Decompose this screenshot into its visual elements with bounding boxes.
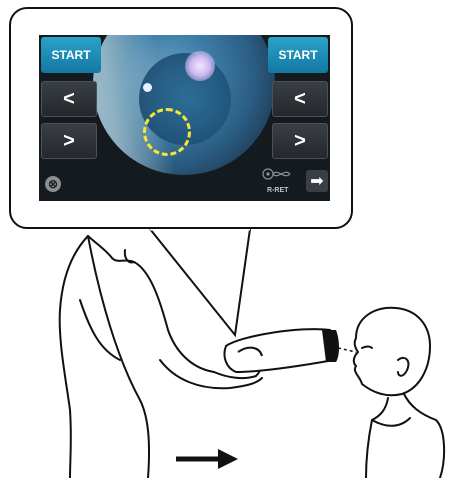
speech-bubble: START START < > < > ⊗ R-RET ➡ — [9, 7, 353, 229]
reflection-small — [143, 83, 152, 92]
start-button-left[interactable]: START — [41, 37, 101, 73]
dashed-circle-target-icon — [143, 108, 191, 156]
eye-camera-view — [93, 35, 275, 175]
prev-button-right[interactable]: < — [272, 81, 328, 117]
device-screen: START START < > < > ⊗ R-RET ➡ — [39, 35, 330, 201]
prev-button-left[interactable]: < — [41, 81, 97, 117]
close-icon[interactable]: ⊗ — [45, 176, 61, 192]
next-button-right[interactable]: > — [272, 123, 328, 159]
arrow-right-icon[interactable]: ➡ — [306, 170, 328, 192]
reflection — [185, 51, 215, 81]
child-figure — [354, 308, 444, 478]
handheld-device — [224, 329, 356, 372]
next-button-left[interactable]: > — [41, 123, 97, 159]
start-button-right[interactable]: START — [268, 37, 328, 73]
direction-arrow — [176, 449, 238, 469]
mode-label: R-RET — [267, 187, 288, 194]
